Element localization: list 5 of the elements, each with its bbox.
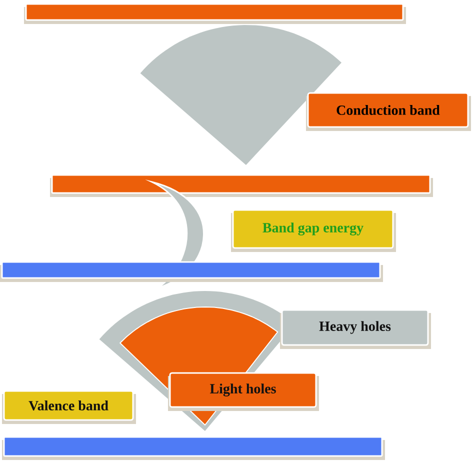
label-box: Light holes [168, 372, 319, 411]
label-box: Heavy holes [280, 309, 431, 349]
label-box: Band gap energy [231, 209, 396, 252]
label-box: Valence band [2, 390, 136, 424]
label-box: Conduction band [306, 92, 471, 131]
